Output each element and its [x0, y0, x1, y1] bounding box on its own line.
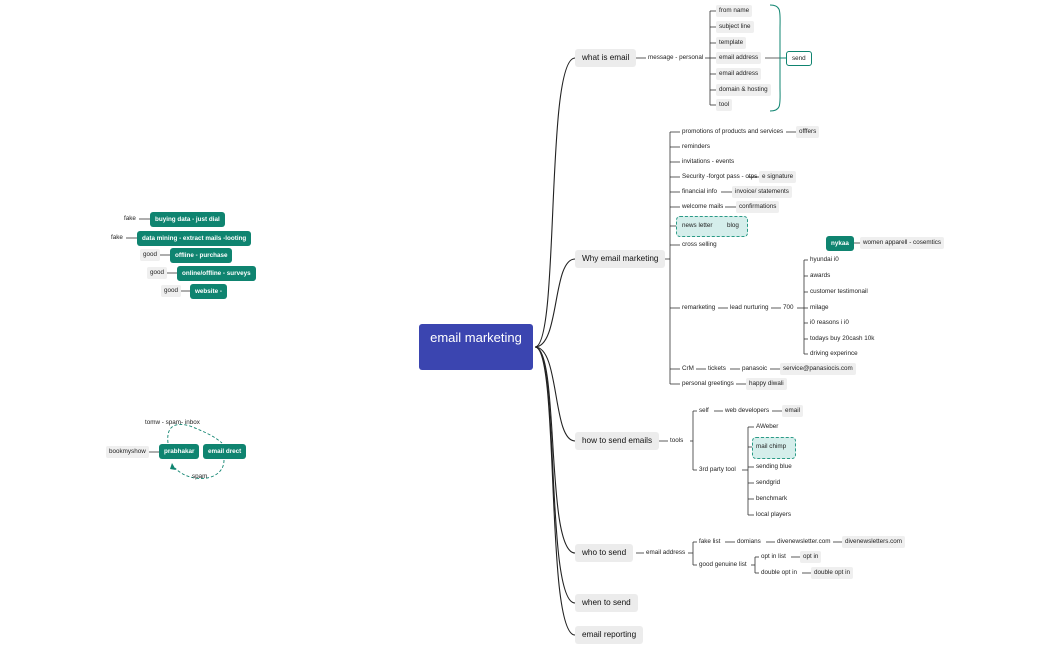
- node-sendgrid[interactable]: sendgrid: [756, 479, 781, 486]
- node-personal-greetings[interactable]: personal greetings: [682, 380, 734, 387]
- node-customer-testimonial[interactable]: customer testimonail: [810, 288, 868, 295]
- tag-fake-2[interactable]: fake: [111, 234, 123, 241]
- node-blog[interactable]: blog: [727, 222, 739, 229]
- node-tickets[interactable]: tickets: [708, 365, 726, 372]
- node-nykaa[interactable]: nykaa: [826, 236, 854, 251]
- node-double-opt-in-leaf[interactable]: double opt in: [811, 567, 854, 579]
- node-invitations[interactable]: invitations - events: [682, 158, 735, 165]
- node-security[interactable]: Security -forgot pass - otps: [682, 173, 758, 180]
- node-financial-info[interactable]: financial info: [682, 188, 718, 195]
- node-cross-selling[interactable]: cross selling: [682, 241, 717, 248]
- node-divenewsletter[interactable]: divenewsletter.com: [777, 538, 831, 545]
- node-driving-experience[interactable]: driving experince: [810, 350, 858, 357]
- node-e-signature[interactable]: e signature: [759, 171, 797, 183]
- spam-relation-bottom: [174, 459, 225, 479]
- connector-root-what: [534, 57, 576, 348]
- root-topic[interactable]: email marketing: [419, 324, 533, 370]
- node-sending-blue[interactable]: sending blue: [756, 463, 792, 470]
- node-700[interactable]: 700: [783, 304, 794, 311]
- node-offline-purchase[interactable]: offline - purchase: [170, 248, 233, 263]
- node-crm[interactable]: CrM: [682, 365, 694, 372]
- node-service-email[interactable]: service@panasiocis.com: [780, 363, 856, 375]
- node-mail-chimp[interactable]: mail chimp: [756, 443, 787, 450]
- node-email-address-1[interactable]: email address: [716, 52, 762, 64]
- node-confirmations[interactable]: confirmations: [736, 201, 780, 213]
- node-aweber[interactable]: AWeber: [756, 423, 779, 430]
- node-hyundai[interactable]: hyundai i0: [810, 256, 839, 263]
- node-fake-list[interactable]: fake list: [699, 538, 721, 545]
- node-web-developers[interactable]: web developers: [725, 407, 770, 414]
- summary-send[interactable]: send: [786, 51, 812, 66]
- branch-how-to-send[interactable]: how to send emails: [575, 432, 660, 450]
- label-spam-inbox[interactable]: tomw - spam- inbox: [145, 419, 200, 426]
- node-tool[interactable]: tool: [716, 99, 733, 111]
- node-self[interactable]: self: [699, 407, 709, 414]
- connector-root-how: [534, 346, 576, 442]
- node-email-address-2[interactable]: email address: [716, 68, 762, 80]
- node-women-apparel[interactable]: women apparell - cosemtics: [860, 237, 945, 249]
- node-opt-in[interactable]: opt in: [800, 551, 822, 563]
- branch-who-to-send[interactable]: who to send: [575, 544, 634, 562]
- node-welcome-mails[interactable]: welcome mails: [682, 203, 724, 210]
- node-awards[interactable]: awards: [810, 272, 831, 279]
- node-prabhakar[interactable]: prabhakar: [159, 444, 200, 459]
- connector-root-report: [534, 346, 576, 636]
- newsletter-highlight: [676, 216, 748, 237]
- node-local-players[interactable]: local players: [756, 511, 791, 518]
- tag-good-2[interactable]: good: [147, 267, 168, 279]
- branch-what-is-email[interactable]: what is email: [575, 49, 637, 67]
- connector-root-who: [534, 346, 576, 554]
- node-domians[interactable]: domians: [737, 538, 761, 545]
- node-lead-nurturing[interactable]: lead nurturing: [730, 304, 769, 311]
- node-subject-line[interactable]: subject line: [716, 21, 754, 33]
- node-data-mining[interactable]: data mining - extract mails -looting: [137, 231, 252, 246]
- node-offers[interactable]: offfers: [796, 126, 820, 138]
- tag-fake-1[interactable]: fake: [124, 215, 136, 222]
- spam-arrowhead: [170, 463, 176, 470]
- node-website[interactable]: website -: [190, 284, 227, 299]
- node-from-name[interactable]: from name: [716, 5, 753, 17]
- label-spam[interactable]: spam: [192, 473, 208, 480]
- node-remarketing[interactable]: remarketing: [682, 304, 716, 311]
- node-bookmyshow[interactable]: bookmyshow: [106, 446, 149, 458]
- node-reasons[interactable]: i0 reasons i i0: [810, 319, 849, 326]
- node-online-offline-surveys[interactable]: online/offline - surveys: [177, 266, 256, 281]
- node-message-personal[interactable]: message - personal: [648, 54, 704, 61]
- node-double-opt-in[interactable]: double opt in: [761, 569, 798, 576]
- node-buying-data[interactable]: buying data - just dial: [150, 212, 225, 227]
- node-email-address[interactable]: email address: [646, 549, 686, 556]
- node-third-party-tool[interactable]: 3rd party tool: [699, 466, 736, 473]
- node-tools[interactable]: tools: [670, 437, 684, 444]
- branch-when-to-send[interactable]: when to send: [575, 594, 638, 612]
- branch-why-email-marketing[interactable]: Why email marketing: [575, 250, 666, 268]
- node-reminders[interactable]: reminders: [682, 143, 710, 150]
- node-news-letter[interactable]: news letter: [682, 222, 713, 229]
- node-opt-in-list[interactable]: opt in list: [761, 553, 786, 560]
- mailchimp-highlight: [752, 437, 796, 459]
- branch-email-reporting[interactable]: email reporting: [575, 626, 644, 644]
- node-domain-hosting[interactable]: domain & hosting: [716, 84, 771, 96]
- node-email-direct[interactable]: email drect: [203, 444, 247, 459]
- node-milage[interactable]: milage: [810, 304, 829, 311]
- node-email[interactable]: email: [782, 405, 804, 417]
- node-divenewsletters[interactable]: divenewsletters.com: [842, 536, 906, 548]
- tag-good-3[interactable]: good: [161, 285, 182, 297]
- spam-relation-top: [167, 423, 223, 444]
- summary-bracket: [769, 4, 786, 112]
- node-panasonic[interactable]: panasoic: [742, 365, 768, 372]
- node-todays-buy[interactable]: todays buy 20cash 10k: [810, 335, 875, 342]
- node-happy-diwali[interactable]: happy diwali: [746, 378, 787, 390]
- node-template[interactable]: template: [716, 37, 747, 49]
- tag-good-1[interactable]: good: [140, 249, 161, 261]
- node-promotions[interactable]: promotions of products and services: [682, 128, 784, 135]
- connector-root-why: [534, 258, 576, 348]
- node-invoice[interactable]: invoice/ statements: [732, 186, 792, 198]
- node-good-genuine-list[interactable]: good genuine list: [699, 561, 747, 568]
- node-benchmark[interactable]: benchmark: [756, 495, 788, 502]
